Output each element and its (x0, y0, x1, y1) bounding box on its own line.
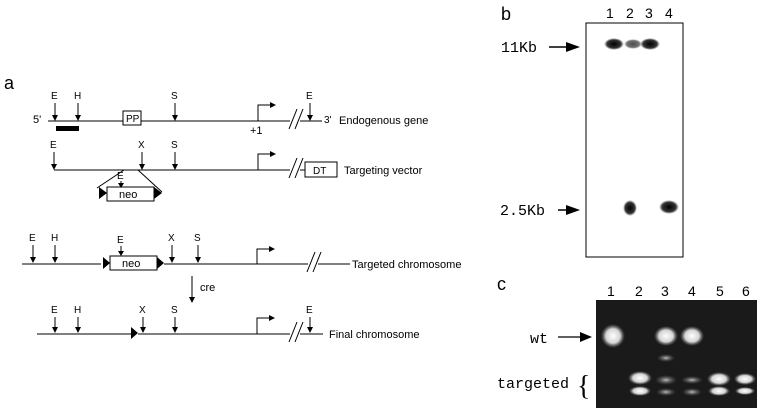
southern-lane-label: 1 (606, 5, 614, 21)
final-chromosome-map: Final chromosome E H X S E (37, 305, 419, 343)
gel-lane-label: 4 (688, 283, 696, 299)
pp-label: PP (126, 114, 140, 125)
blot-band (623, 200, 637, 216)
blot-band (624, 39, 642, 49)
targeted-chromosome-map: neo Targeted chromosome E H E X S (22, 233, 461, 273)
southern-lane-label: 3 (645, 5, 653, 21)
neo-label: neo (119, 189, 137, 201)
probe-bar (56, 126, 79, 131)
endogenous-gene-label: Endogenous gene (339, 115, 428, 127)
site-x-label: X (138, 140, 145, 151)
loxp-right (157, 257, 164, 269)
gel-lane-label: 5 (716, 283, 724, 299)
cre-label: cre (200, 282, 215, 294)
southern-blot: 1 2 3 4 11Kb 2.5Kb (500, 5, 684, 258)
site-s-label: S (171, 91, 178, 102)
gel-band (655, 375, 677, 385)
gel-band (734, 373, 756, 385)
gel-image (596, 300, 757, 408)
southern-lane-label: 2 (626, 5, 634, 21)
gel-lane-label: 2 (635, 283, 643, 299)
pp-box (122, 110, 142, 126)
gel-band (680, 326, 704, 346)
gel-band (601, 324, 625, 348)
transcription-start-arrow (256, 317, 271, 334)
gel-band (656, 388, 676, 396)
gel-lane-label: 6 (742, 283, 750, 299)
gel-band (708, 386, 730, 396)
size-marker-11kb: 11Kb (501, 40, 537, 57)
loxp-right (154, 187, 162, 199)
cre-step: cre (189, 276, 215, 303)
blot-band (640, 38, 660, 50)
blot-band (659, 200, 679, 214)
gel-band (654, 326, 678, 346)
site-h-label: H (74, 305, 81, 316)
site-s-label: S (171, 305, 178, 316)
gel-lane-label: 3 (661, 283, 669, 299)
blot-band (604, 38, 624, 50)
site-s-label: S (171, 140, 178, 151)
site-x-label: X (168, 233, 175, 244)
gel-band (628, 371, 652, 385)
gel-band (707, 372, 731, 386)
targeting-vector-label: Targeting vector (344, 165, 423, 177)
targeting-vector-map: E X S DT Targeting vector neo E (50, 140, 423, 202)
three-prime-label: 3' (324, 115, 332, 126)
targeted-brace: { (577, 371, 590, 402)
neo-label: neo (122, 258, 140, 270)
transcription-start-arrow (256, 248, 271, 264)
final-chromosome-label: Final chromosome (329, 329, 419, 341)
five-prime-label: 5' (33, 114, 41, 126)
panel-label-c: c (497, 274, 506, 294)
gel-band (657, 354, 675, 362)
loxp-left (103, 257, 110, 269)
size-marker-2-5kb: 2.5Kb (500, 203, 545, 220)
panel-label-b: b (501, 4, 511, 24)
transcription-start-arrow (257, 153, 272, 170)
site-e-label: E (29, 233, 36, 244)
loxp-remaining (131, 327, 138, 339)
site-e-label: E (50, 140, 57, 151)
gel-band (735, 387, 755, 395)
gel-band (629, 386, 651, 396)
dt-label: DT (313, 166, 326, 177)
site-e-label: E (51, 305, 58, 316)
gel-lane-label: 1 (607, 283, 615, 299)
pcr-gel: 1 2 3 4 5 6 wt targeted { (497, 283, 757, 408)
site-e-label: E (51, 91, 58, 102)
site-e-label: E (306, 305, 313, 316)
dt-box (304, 161, 338, 178)
gel-band (682, 388, 702, 396)
site-e-label: E (306, 91, 313, 102)
southern-blot-membrane (585, 22, 684, 258)
site-h-label: H (74, 91, 81, 102)
gel-band (681, 376, 703, 384)
site-h-label: H (51, 233, 58, 244)
site-x-label: X (139, 305, 146, 316)
transcription-start-arrow (257, 104, 272, 121)
southern-lane-label: 4 (665, 5, 673, 21)
targeted-chromosome-label: Targeted chromosome (352, 259, 461, 271)
panel-label-a: a (4, 73, 15, 93)
site-s-label: S (194, 233, 201, 244)
targeted-label: targeted (497, 376, 569, 393)
endogenous-gene-map: 5' PP 3' Endogenous gene E H S E +1 (33, 91, 428, 137)
site-e-label: E (117, 235, 124, 246)
wt-label: wt (530, 331, 548, 348)
loxp-left (99, 187, 107, 199)
site-e-label: E (117, 171, 124, 182)
plus-one-label: +1 (250, 125, 263, 137)
